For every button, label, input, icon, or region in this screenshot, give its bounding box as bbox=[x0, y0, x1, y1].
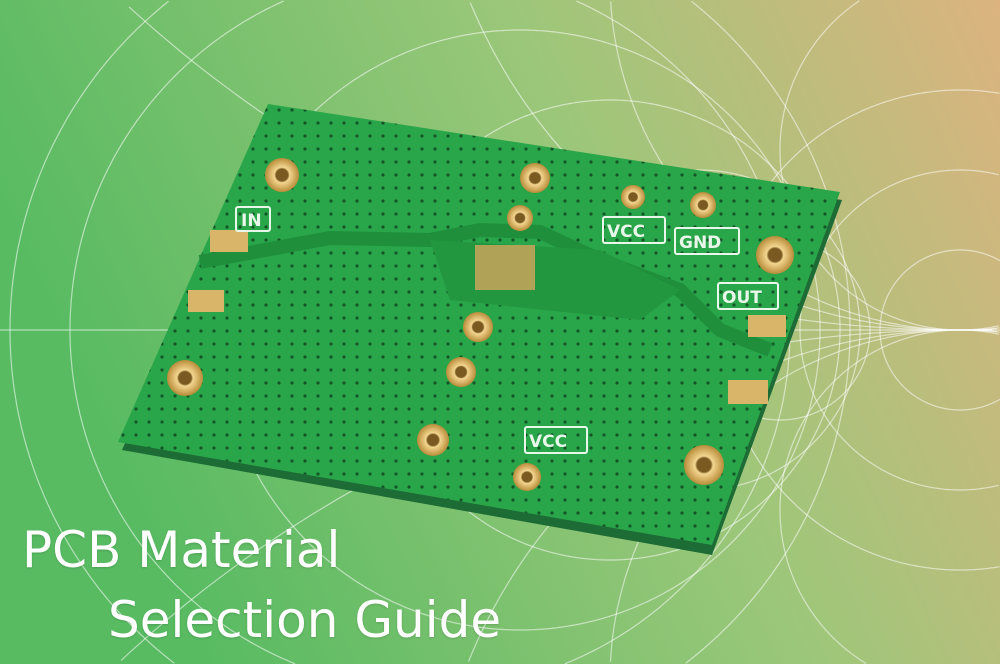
banner-title-line2: Selection Guide bbox=[108, 591, 502, 649]
smith-chart-arc bbox=[799, 169, 999, 491]
pcb-label-vcc-bottom: VCC bbox=[529, 432, 567, 452]
pcb-label-out: OUT bbox=[722, 288, 762, 308]
pcb-label-gnd: GND bbox=[679, 233, 721, 253]
smith-chart-arc bbox=[779, 329, 1000, 664]
pcb-board: IN VCC GND OUT VCC bbox=[118, 104, 842, 555]
pcb-label-in: IN bbox=[241, 211, 262, 231]
smith-chart-arc bbox=[879, 249, 1000, 411]
pcb-label-vcc-top: VCC bbox=[607, 222, 645, 242]
banner-title-line1: PCB Material bbox=[22, 521, 341, 579]
mounting-holes bbox=[167, 158, 794, 491]
